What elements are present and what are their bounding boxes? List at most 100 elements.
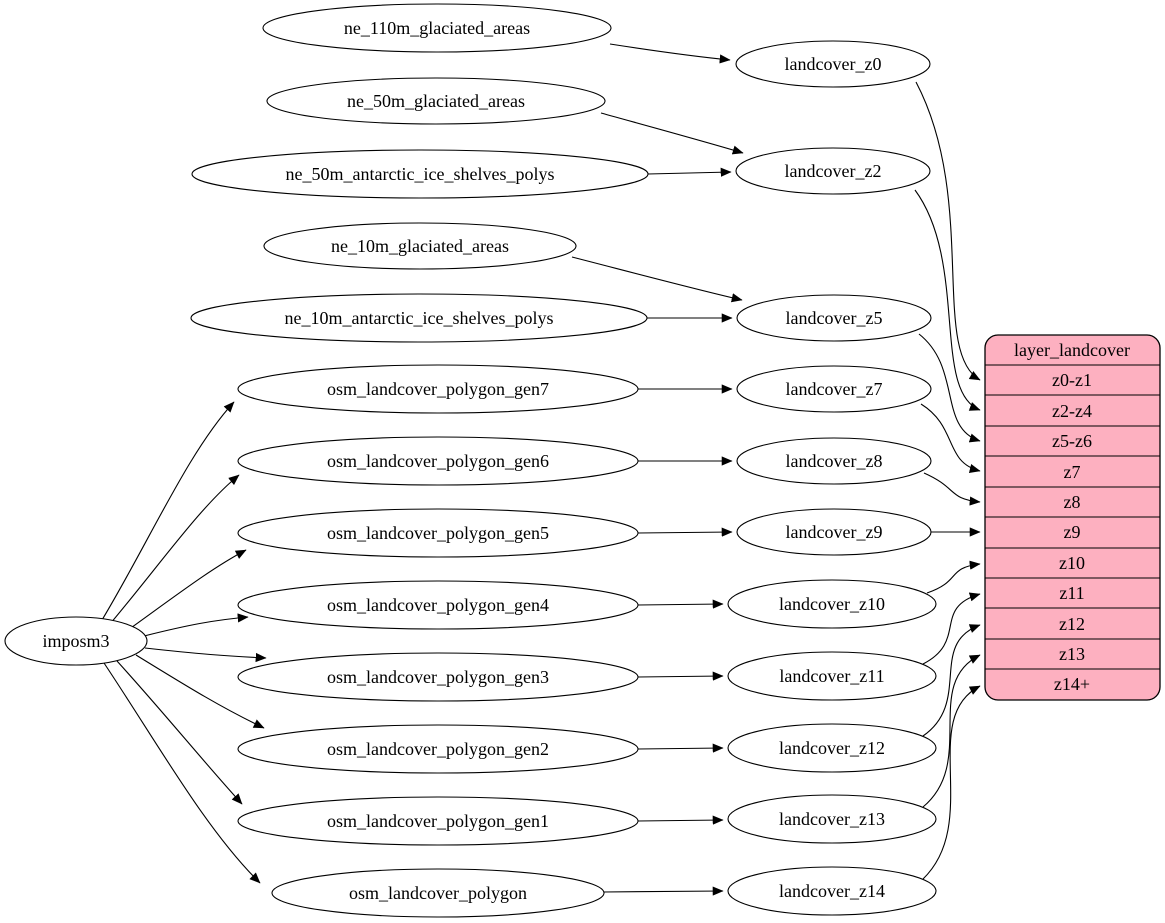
node-landcover_z12-shape: [727, 723, 937, 773]
node-osm_landcover_polygon-shape: [271, 868, 605, 918]
node-landcover_z13: landcover_z13: [727, 794, 937, 844]
edge-osm_landcover_polygon_gen1-landcover_z13: [637, 815, 724, 825]
table-row-z0-z1: z0-z1: [1052, 370, 1092, 390]
node-imposm3-label: imposm3: [42, 631, 109, 651]
node-ne_10m_glaciated_areas: ne_10m_glaciated_areas: [263, 222, 577, 270]
table-row-z7: z7: [1064, 462, 1081, 482]
node-landcover_z0: landcover_z0: [735, 40, 931, 88]
node-landcover_z2-shape: [735, 147, 931, 195]
edge-imposm3-osm_landcover_polygon_gen2: [135, 654, 265, 729]
table-row-z14plus: z14+: [1054, 674, 1090, 694]
node-osm_landcover_polygon_gen6-shape: [237, 436, 639, 486]
node-ne_50m_glaciated_areas-shape: [266, 77, 606, 125]
edge-landcover_z13-row-z13: [922, 654, 981, 808]
node-landcover_z7-shape: [736, 365, 932, 413]
node-ne_10m_glaciated_areas-label: ne_10m_glaciated_areas: [331, 236, 509, 256]
edge-imposm3-osm_landcover_polygon_gen6: [109, 474, 240, 625]
node-osm_landcover_polygon_gen2: osm_landcover_polygon_gen2: [237, 724, 639, 774]
node-osm_landcover_polygon_gen2-shape: [237, 724, 639, 774]
table-row-z2-z4: z2-z4: [1052, 401, 1092, 421]
edge-ne_50m_glaciated_areas-landcover_z2: [600, 112, 744, 155]
edge-osm_landcover_polygon_gen3-landcover_z11: [637, 671, 724, 681]
node-osm_landcover_polygon_gen1: osm_landcover_polygon_gen1: [237, 796, 639, 846]
node-landcover_z10: landcover_z10: [727, 579, 937, 629]
node-ne_50m_antarctic_ice_shelves_polys-label: ne_50m_antarctic_ice_shelves_polys: [286, 164, 555, 184]
node-osm_landcover_polygon_gen7-label: osm_landcover_polygon_gen7: [327, 379, 549, 399]
edge-landcover_z12-row-z12: [922, 624, 981, 737]
edge-imposm3-osm_landcover_polygon_gen3: [144, 647, 267, 663]
node-osm_landcover_polygon_gen1-label: osm_landcover_polygon_gen1: [327, 811, 549, 831]
node-ne_110m_glaciated_areas-label: ne_110m_glaciated_areas: [344, 18, 530, 38]
node-landcover_z13-shape: [727, 794, 937, 844]
node-landcover_z5-shape: [736, 294, 932, 342]
node-osm_landcover_polygon_gen4: osm_landcover_polygon_gen4: [237, 580, 639, 630]
edge-imposm3-osm_landcover_polygon_gen5: [127, 549, 247, 631]
edge-landcover_z5-row-z5-z6: [918, 333, 981, 443]
node-ne_110m_glaciated_areas: ne_110m_glaciated_areas: [262, 3, 612, 53]
node-landcover_z11-label: landcover_z11: [779, 666, 884, 686]
node-landcover_z5: landcover_z5: [736, 294, 932, 342]
node-osm_landcover_polygon_gen1-shape: [237, 796, 639, 846]
node-landcover_z9: landcover_z9: [736, 508, 932, 556]
node-imposm3: imposm3: [4, 616, 148, 666]
node-landcover_z10-shape: [727, 579, 937, 629]
node-landcover_z8-shape: [736, 437, 932, 485]
node-landcover_z5-label: landcover_z5: [786, 308, 883, 328]
node-landcover_z10-label: landcover_z10: [779, 594, 885, 614]
node-ne_50m_glaciated_areas-label: ne_50m_glaciated_areas: [347, 91, 525, 111]
node-landcover_z14-shape: [727, 866, 937, 916]
table-row-z13: z13: [1059, 644, 1085, 664]
edge-ne_50m_antarctic_ice_shelves_polys-landcover_z2: [647, 167, 732, 177]
edge-landcover_z7-row-z7: [920, 403, 981, 473]
node-osm_landcover_polygon_gen7-shape: [237, 364, 639, 414]
node-osm_landcover_polygon_gen4-label: osm_landcover_polygon_gen4: [327, 595, 549, 615]
node-landcover_z11: landcover_z11: [727, 651, 937, 701]
edge-landcover_z10-row-z10: [926, 560, 981, 594]
table-row-z10: z10: [1059, 553, 1085, 573]
node-ne_110m_glaciated_areas-shape: [262, 3, 612, 53]
edge-osm_landcover_polygon-landcover_z14: [602, 886, 724, 896]
table-row-z5-z6: z5-z6: [1052, 431, 1092, 451]
node-landcover_z9-shape: [736, 508, 932, 556]
node-osm_landcover_polygon_gen6-label: osm_landcover_polygon_gen6: [327, 451, 549, 471]
node-landcover_z14: landcover_z14: [727, 866, 937, 916]
edge-landcover_z8-row-z8: [923, 472, 981, 506]
node-osm_landcover_polygon-label: osm_landcover_polygon: [349, 883, 527, 903]
edge-landcover_z2-row-z2-z4: [914, 189, 981, 411]
node-landcover_z9-label: landcover_z9: [786, 522, 883, 542]
node-osm_landcover_polygon_gen3: osm_landcover_polygon_gen3: [237, 652, 639, 702]
table-title: layer_landcover: [1014, 340, 1130, 360]
table-row-z9: z9: [1064, 522, 1081, 542]
node-landcover_z14-label: landcover_z14: [779, 881, 885, 901]
edge-imposm3-osm_landcover_polygon_gen7: [101, 401, 235, 621]
node-ne_10m_antarctic_ice_shelves_polys-label: ne_10m_antarctic_ice_shelves_polys: [285, 308, 554, 328]
node-ne_10m_antarctic_ice_shelves_polys-shape: [190, 293, 648, 343]
node-osm_landcover_polygon: osm_landcover_polygon: [271, 868, 605, 918]
node-osm_landcover_polygon_gen3-label: osm_landcover_polygon_gen3: [327, 667, 549, 687]
node-osm_landcover_polygon_gen7: osm_landcover_polygon_gen7: [237, 364, 639, 414]
node-ne_50m_antarctic_ice_shelves_polys: ne_50m_antarctic_ice_shelves_polys: [191, 149, 649, 199]
node-landcover_z7: landcover_z7: [736, 365, 932, 413]
table-row-z8: z8: [1064, 492, 1081, 512]
edge-imposm3-osm_landcover_polygon_gen1: [116, 660, 243, 805]
node-osm_landcover_polygon_gen6: osm_landcover_polygon_gen6: [237, 436, 639, 486]
node-landcover_z11-shape: [727, 651, 937, 701]
node-osm_landcover_polygon_gen3-shape: [237, 652, 639, 702]
node-osm_landcover_polygon_gen2-label: osm_landcover_polygon_gen2: [327, 739, 549, 759]
node-landcover_z8: landcover_z8: [736, 437, 932, 485]
node-landcover_z7-label: landcover_z7: [786, 379, 883, 399]
node-ne_10m_glaciated_areas-shape: [263, 222, 577, 270]
node-landcover_z13-label: landcover_z13: [779, 809, 885, 829]
edge-osm_landcover_polygon_gen4-landcover_z10: [637, 599, 724, 609]
node-ne_50m_glaciated_areas: ne_50m_glaciated_areas: [266, 77, 606, 125]
edge-landcover_z0-row-z0-z1: [915, 81, 981, 381]
table-row-z11: z11: [1059, 583, 1084, 603]
node-osm_landcover_polygon_gen5-label: osm_landcover_polygon_gen5: [327, 523, 549, 543]
table-row-z12: z12: [1059, 614, 1085, 634]
node-landcover_z0-shape: [735, 40, 931, 88]
edge-landcover_z11-row-z11: [922, 592, 981, 665]
edge-ne_10m_glaciated_areas-landcover_z5: [571, 256, 743, 303]
node-landcover_z0-label: landcover_z0: [785, 54, 882, 74]
